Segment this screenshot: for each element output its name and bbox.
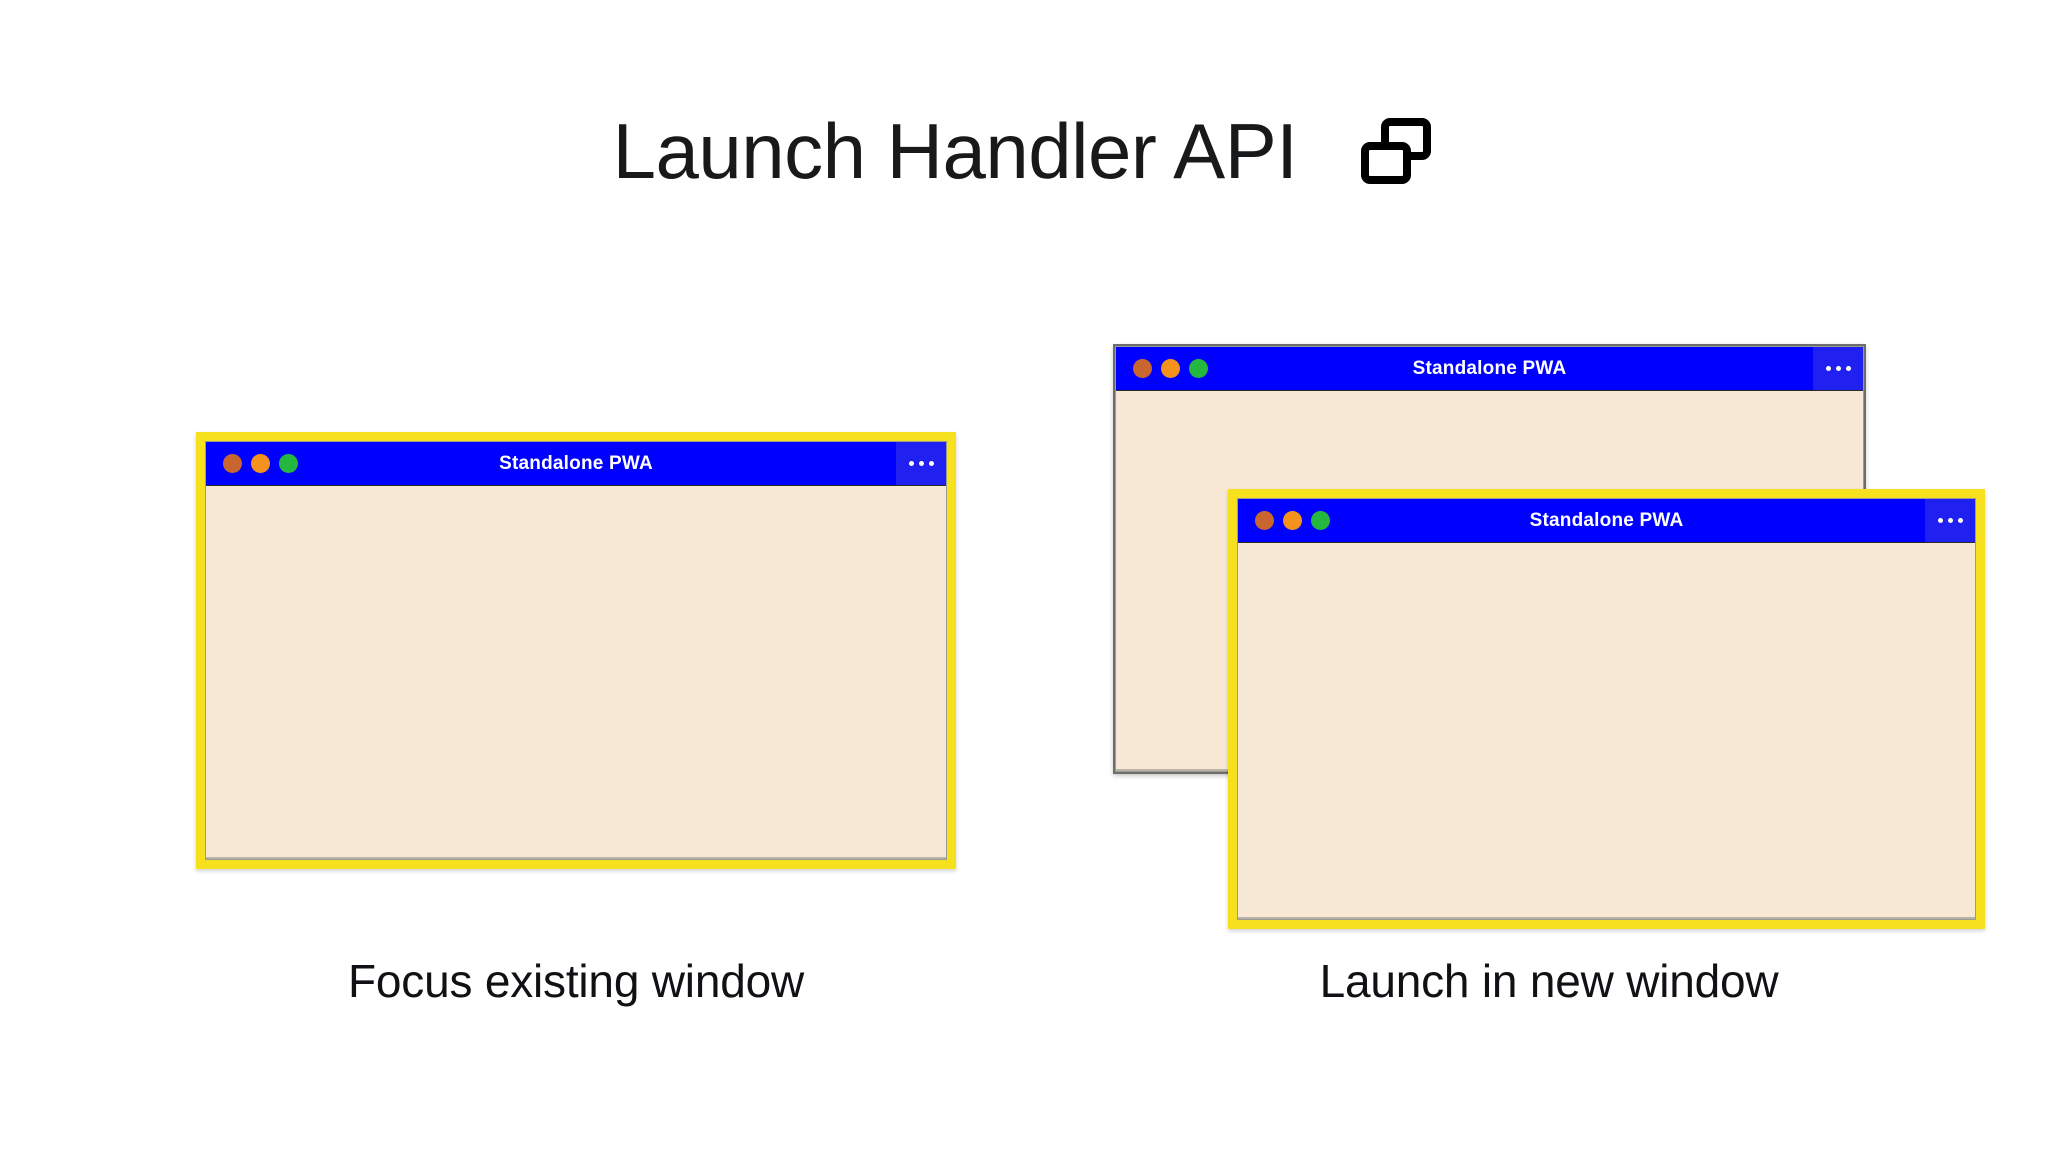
maximize-window-icon[interactable] <box>1189 359 1208 378</box>
caption-launch-in-new-window: Launch in new window <box>1319 955 1779 1007</box>
minimize-window-icon[interactable] <box>1283 511 1302 530</box>
maximize-window-icon[interactable] <box>279 454 298 473</box>
close-window-icon[interactable] <box>223 454 242 473</box>
window-title: Standalone PWA <box>1412 357 1567 379</box>
menu-dot-icon <box>1957 518 1963 523</box>
page-title: Launch Handler API <box>612 107 1298 195</box>
window-titlebar[interactable]: Standalone PWA <box>1116 347 1863 391</box>
caption-focus-existing: Focus existing window <box>347 955 804 1007</box>
window-title: Standalone PWA <box>499 452 653 474</box>
traffic-lights <box>1116 359 1208 378</box>
menu-dot-icon <box>1825 366 1831 371</box>
menu-dot-icon <box>1947 518 1953 523</box>
window-content-area <box>206 486 946 859</box>
menu-dot-icon <box>918 461 924 466</box>
window-titlebar[interactable]: Standalone PWA <box>1238 499 1975 543</box>
new-front-window[interactable]: Standalone PWA <box>1228 489 1985 929</box>
overflow-menu-button[interactable] <box>1813 347 1863 390</box>
menu-dot-icon <box>928 461 934 466</box>
window-title: Standalone PWA <box>1529 509 1684 531</box>
traffic-lights <box>1238 511 1330 530</box>
two-windows-icon <box>1357 112 1435 190</box>
focus-existing-window[interactable]: Standalone PWA <box>196 432 956 869</box>
menu-dot-icon <box>1845 366 1851 371</box>
menu-dot-icon <box>908 461 914 466</box>
minimize-window-icon[interactable] <box>1161 359 1180 378</box>
minimize-window-icon[interactable] <box>251 454 270 473</box>
window-content-area <box>1238 543 1975 919</box>
menu-dot-icon <box>1937 518 1943 523</box>
window-inner: Standalone PWA <box>205 441 947 860</box>
menu-dot-icon <box>1835 366 1841 371</box>
overflow-menu-button[interactable] <box>1925 499 1975 542</box>
window-inner: Standalone PWA <box>1237 498 1976 920</box>
traffic-lights <box>206 454 298 473</box>
page-header: Launch Handler API <box>0 112 2048 190</box>
overflow-menu-button[interactable] <box>896 442 946 485</box>
window-titlebar[interactable]: Standalone PWA <box>206 442 946 486</box>
close-window-icon[interactable] <box>1255 511 1274 530</box>
close-window-icon[interactable] <box>1133 359 1152 378</box>
maximize-window-icon[interactable] <box>1311 511 1330 530</box>
